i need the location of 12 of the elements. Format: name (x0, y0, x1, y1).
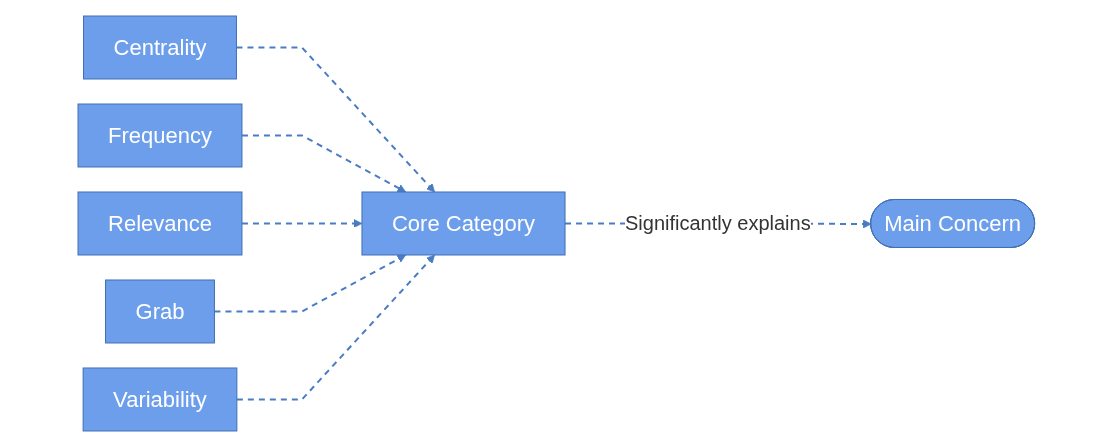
arrow (235, 254, 435, 401)
node-box: Core Category (361, 191, 566, 256)
node-box: Grab (104, 279, 215, 344)
edge-label: Significantly explains (624, 212, 811, 235)
node-box: Centrality (82, 15, 237, 80)
node-box: Frequency (77, 103, 243, 168)
arrow (240, 219, 363, 228)
arrow (213, 254, 406, 313)
node-box: Relevance (77, 191, 243, 256)
arrow (240, 134, 406, 193)
node-box: Variability (82, 367, 238, 432)
arrow (235, 46, 435, 193)
